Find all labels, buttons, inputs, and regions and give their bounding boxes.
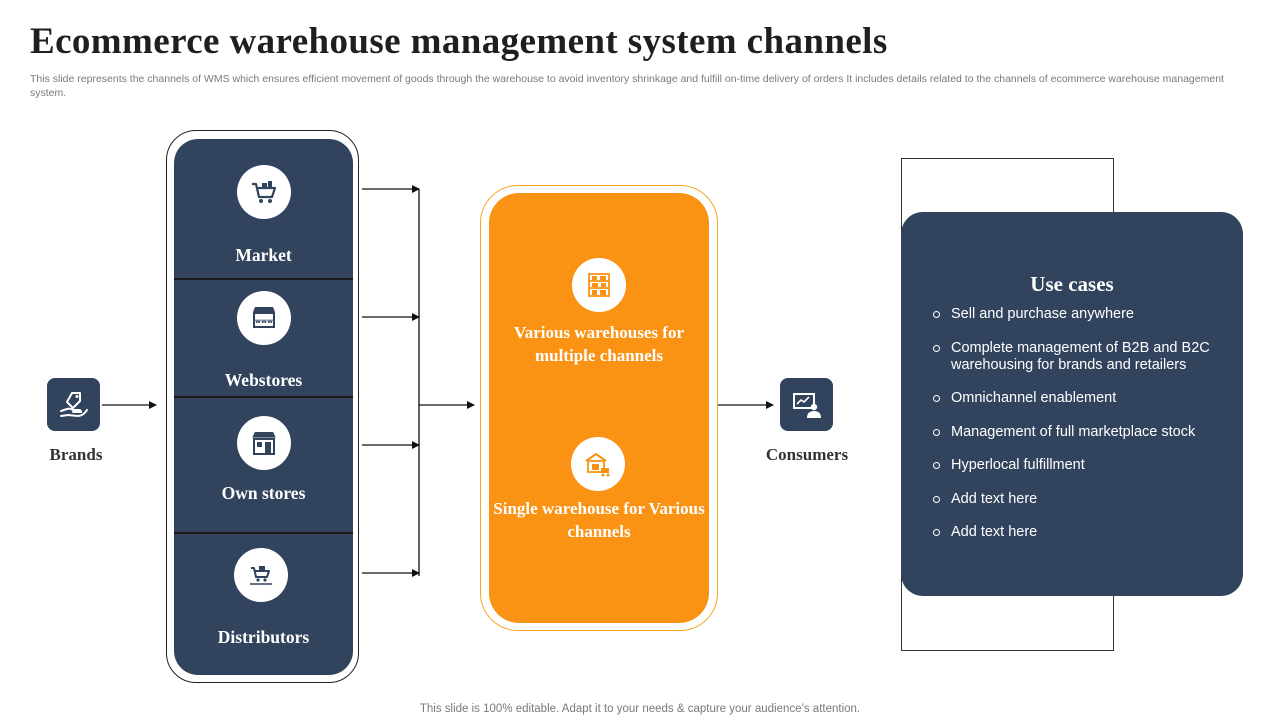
use-case-item: Add text here [931,491,1231,508]
consumers-label: Consumers [765,445,849,464]
use-cases-list: Sell and purchase anywhere Complete mana… [931,306,1231,558]
warehouse-truck-icon [571,437,625,491]
channel-label-webstores: Webstores [224,370,303,390]
store-building-icon [237,416,291,470]
channel-label-market: Market [235,245,292,265]
channel-divider [174,396,353,398]
use-case-item: Management of full marketplace stock [931,424,1231,441]
use-case-item: Add text here [931,524,1231,541]
channel-label-distributors: Distributors [217,627,310,647]
page-title: Ecommerce warehouse management system ch… [30,21,888,62]
warehouses-panel: Various warehouses for multiple channels… [489,193,709,623]
use-case-item: Sell and purchase anywhere [931,306,1231,323]
svg-text:www: www [255,317,273,325]
use-cases-title: Use cases [1030,272,1114,296]
footer-note: This slide is 100% editable. Adapt it to… [419,703,861,715]
shopping-cart-icon [237,165,291,219]
channels-frame [166,130,359,683]
channel-divider [174,532,353,534]
use-case-item: Omnichannel enablement [931,390,1231,407]
presentation-user-icon [780,378,833,431]
brands-label: Brands [49,445,103,464]
use-cases-panel: Use cases Sell and purchase anywhere Com… [901,212,1243,596]
web-storefront-icon: www [237,291,291,345]
use-case-item: Hyperlocal fulfillment [931,457,1231,474]
channel-label-own-stores: Own stores [221,483,306,503]
page-subtitle: This slide represents the channels of WM… [30,73,1224,99]
warehouses-frame [480,185,718,631]
channel-divider [174,278,353,280]
warehouse-label-various: Various warehouses for multiple channels [513,323,684,365]
hand-tag-icon [47,378,100,431]
distributor-cart-icon [234,548,288,602]
channels-panel: Market www Webstores Own stores Distribu… [174,139,353,675]
warehouse-shelves-icon [572,258,626,312]
use-case-item: Complete management of B2B and B2C wareh… [931,340,1231,374]
warehouse-label-single: Single warehouse for Various channels [493,499,705,541]
